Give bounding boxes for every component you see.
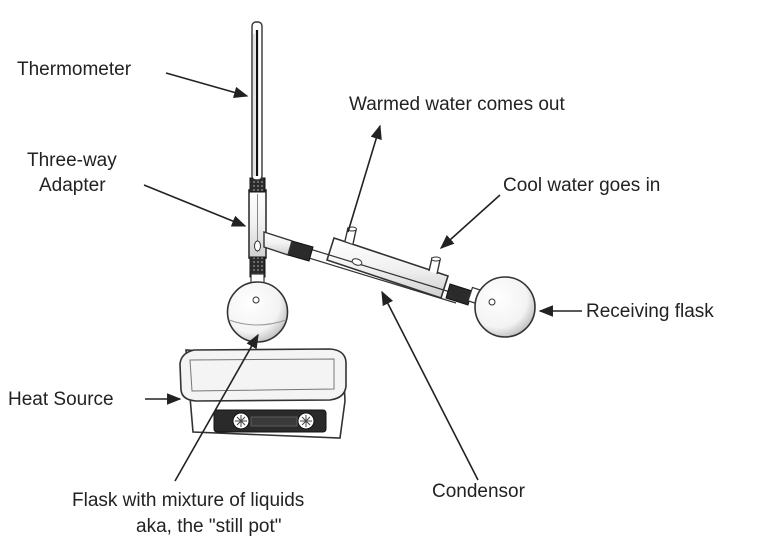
receiving-flask-label: Receiving flask — [586, 301, 714, 322]
hot-plate-display — [250, 416, 298, 427]
condenser — [287, 226, 473, 306]
thermometer — [251, 21, 263, 181]
heat-source — [179, 348, 347, 439]
hot-plate-knob-right-icon — [297, 412, 315, 430]
still-pot-flask — [226, 273, 289, 343]
warmed-water-arrow — [347, 124, 382, 233]
cool-water-label: Cool water goes in — [503, 175, 660, 196]
still-pot-label-line1: Flask with mixture of liquids — [72, 490, 304, 511]
receiving-flask — [467, 276, 536, 338]
condenser-arrow — [381, 290, 479, 481]
still-pot-arrow — [174, 333, 259, 482]
still-pot-label-line2: aka, the "still pot" — [136, 516, 282, 537]
cool-water-arrow — [439, 194, 501, 249]
three-way-adapter-label-line1: Three-way — [27, 150, 117, 171]
condenser-label: Condensor — [432, 481, 526, 502]
warmed-water-label: Warmed water comes out — [349, 94, 565, 115]
condenser-outlet-joint — [445, 283, 473, 306]
three-way-adapter — [248, 177, 293, 278]
heat-source-label: Heat Source — [8, 389, 114, 410]
three-way-adapter-arrow — [143, 184, 247, 227]
three-way-adapter-label-line2: Adapter — [39, 175, 106, 196]
thermometer-label: Thermometer — [17, 59, 132, 80]
hot-plate-knob-left-icon — [232, 412, 250, 430]
thermometer-arrow — [165, 72, 249, 99]
